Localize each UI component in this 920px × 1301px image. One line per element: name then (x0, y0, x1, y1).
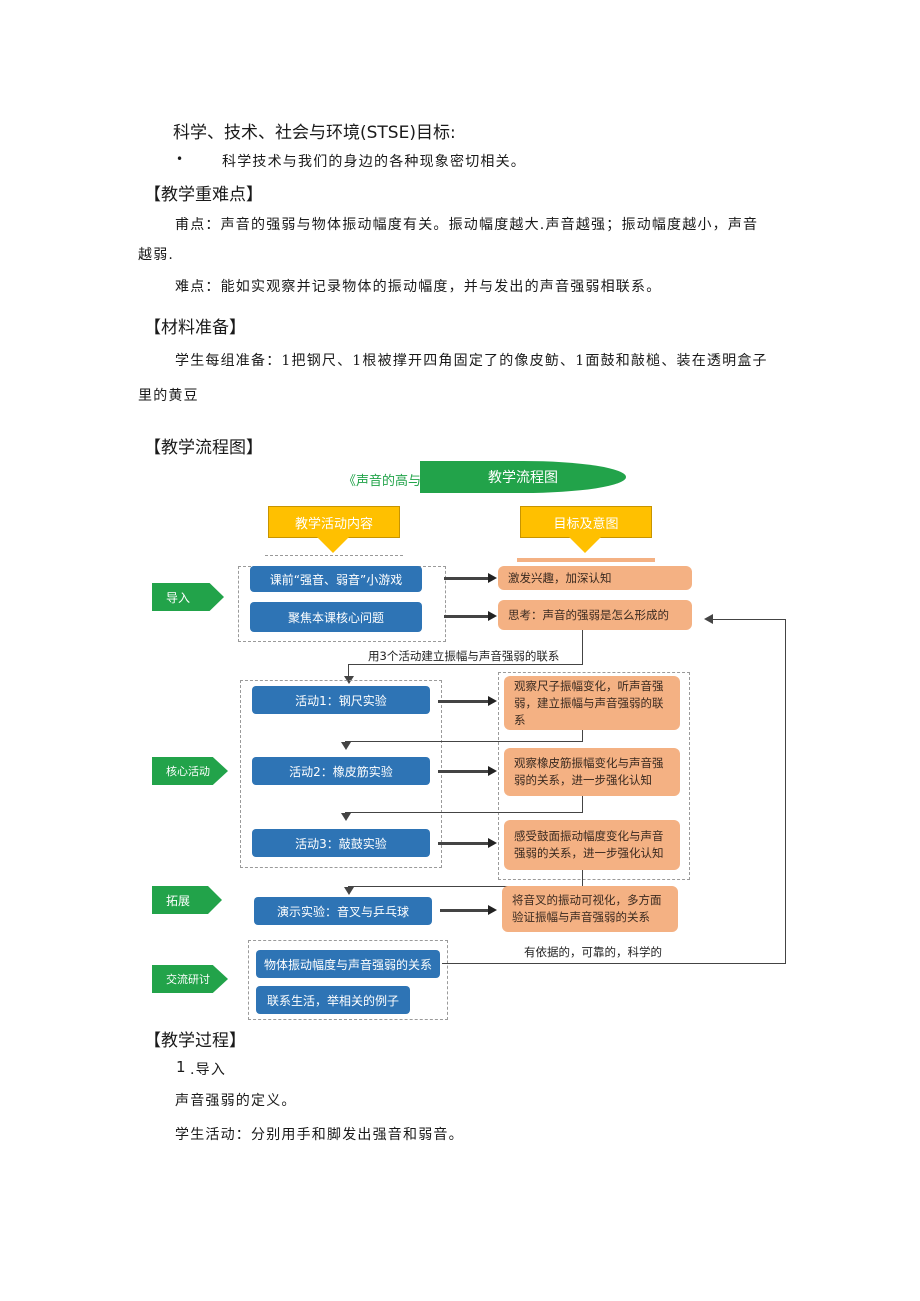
difficulty-heading: 【教学重难点】 (144, 185, 263, 205)
intro-goal-1: 激发兴趣，加深认知 (498, 566, 692, 590)
arrow-head (488, 611, 497, 621)
extend-item: 演示实验：音叉与乒乓球 (254, 897, 432, 925)
connector (345, 812, 583, 813)
intro-item-1: 课前“强音、弱音”小游戏 (250, 566, 422, 592)
core-goal-group (498, 672, 690, 880)
flow-title-right: 教学流程图 (420, 461, 626, 493)
materials-line2: 里的黄豆 (138, 388, 199, 404)
process-line-b: 学生活动：分别用手和脚发出强音和弱音。 (175, 1127, 464, 1143)
materials-line1: 学生每组准备：1把钢尺、1根被撑开四角固定了的像皮鲂、1面鼓和敲槌、装在透明盒子 (175, 353, 768, 369)
connector (348, 664, 349, 678)
arrow-head (344, 887, 354, 895)
stage-core: 核心活动 (152, 757, 228, 785)
activity-3: 活动3：敲鼓实验 (252, 829, 430, 857)
stage-extend: 拓展 (152, 886, 222, 914)
intro-goal-2: 思考：声音的强弱是怎么形成的 (498, 600, 692, 630)
arrow-line (440, 909, 490, 912)
connector (582, 630, 583, 664)
discuss-item-2: 联系生活，举相关的例子 (256, 986, 410, 1014)
process-line-a: 声音强弱的定义。 (175, 1093, 297, 1109)
arrow-head (704, 614, 713, 624)
arrow-head (341, 813, 351, 821)
hard-point: 难点：能如实观察并记录物体的振动幅度，并与发出的声音强弱相联系。 (175, 279, 662, 295)
step-label: .导入 (190, 1062, 227, 1078)
col-header-goals: 目标及意图 (520, 506, 652, 538)
arrow-line (438, 770, 490, 773)
feedback-line (712, 619, 786, 620)
connector (345, 741, 583, 742)
activity-goal-1: 观察尺子振幅变化，听声音强弱，建立振幅与声音强弱的联系 (504, 676, 680, 730)
step-number: 1 (176, 1058, 186, 1076)
arrow-head (488, 573, 497, 583)
col-header-activities: 教学活动内容 (268, 506, 400, 538)
key-point-line1: 甫点：声音的强弱与物体振动幅度有关。振动幅度越大.声音越强；振动幅度越小，声音 (175, 217, 759, 233)
connector (348, 886, 583, 887)
connector (348, 664, 583, 665)
activity-goal-3: 感受鼓面振动幅度变化与声音强弱的关系，进一步强化认知 (504, 820, 680, 870)
arrow-head (488, 905, 497, 915)
extend-goal: 将音叉的振动可视化，多方面验证振幅与声音强弱的关系 (502, 886, 678, 932)
connector (582, 730, 583, 742)
feedback-line (442, 963, 786, 964)
activity-1: 活动1：钢尺实验 (252, 686, 430, 714)
conclusion-label: 有依据的，可靠的，科学的 (524, 945, 662, 959)
col-arrow-left (317, 537, 349, 553)
bridge-label: 用3个活动建立振幅与声音强弱的联系 (368, 649, 560, 663)
activity-goal-2: 观察橡皮筋振幅变化与声音强弱的关系，进一步强化认知 (504, 748, 680, 796)
header-rule-left (265, 555, 403, 556)
core-group (240, 680, 442, 868)
arrow-line (444, 577, 490, 580)
stage-intro: 导入 (152, 583, 224, 611)
materials-heading: 【材料准备】 (144, 318, 246, 338)
arrow-head (341, 742, 351, 750)
arrow-line (438, 842, 490, 845)
connector (582, 870, 583, 886)
connector (582, 796, 583, 813)
arrow-head (488, 838, 497, 848)
col-arrow-right (569, 537, 601, 553)
intro-item-2: 聚焦本课核心问题 (250, 602, 422, 632)
feedback-line (785, 619, 786, 964)
arrow-head (488, 766, 497, 776)
stse-item: 科学技术与我们的身边的各种现象密切相关。 (222, 154, 526, 170)
arrow-line (444, 615, 490, 618)
bullet: • (176, 152, 184, 166)
process-heading: 【教学过程】 (144, 1031, 246, 1051)
key-point-line2: 越弱. (138, 247, 175, 263)
arrow-head (488, 696, 497, 706)
arrow-line (438, 700, 490, 703)
stse-title: 科学、技术、社会与环境(STSE)目标: (173, 123, 456, 143)
stage-discuss: 交流研讨 (152, 965, 228, 993)
flow-heading: 【教学流程图】 (144, 438, 263, 458)
activity-2: 活动2：橡皮筋实验 (252, 757, 430, 785)
discuss-item-1: 物体振动幅度与声音强弱的关系 (256, 950, 440, 978)
discuss-group (248, 940, 448, 1020)
header-rule-right (517, 558, 655, 562)
